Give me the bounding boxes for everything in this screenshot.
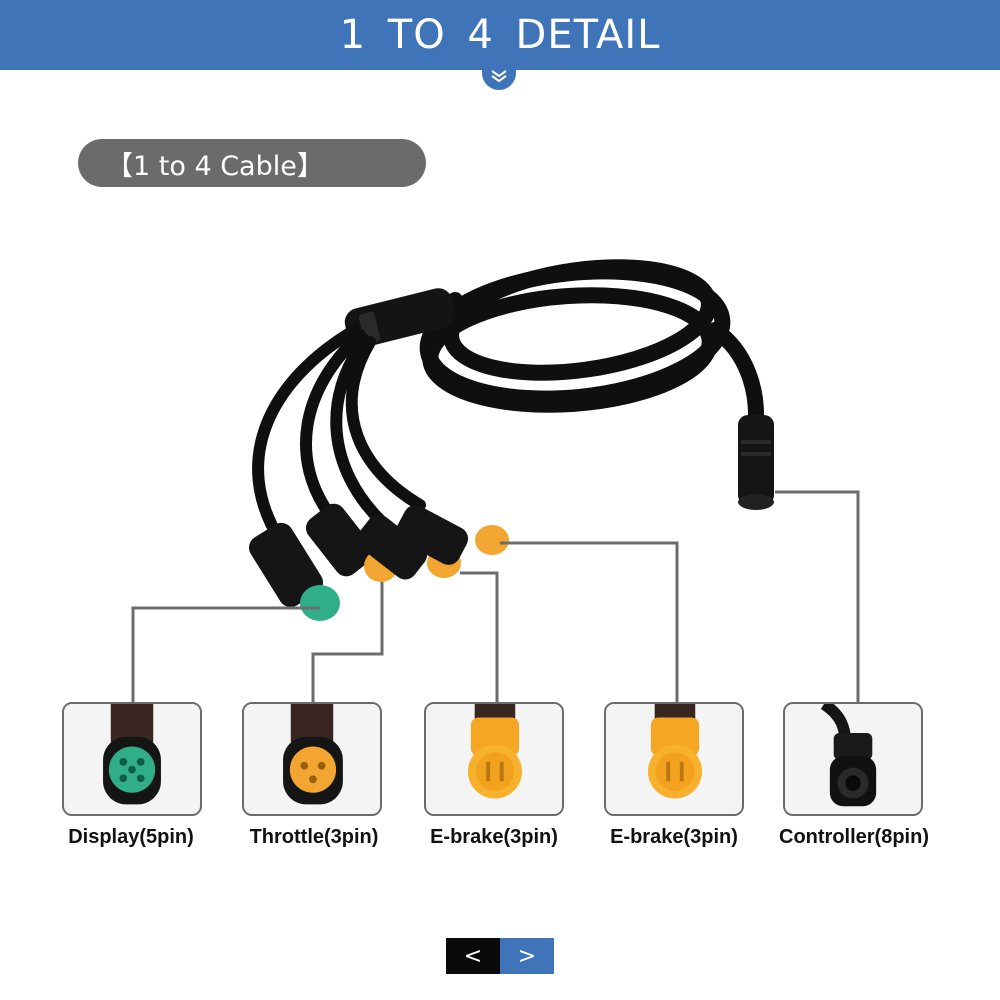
ebrake-label-1: E-brake(3pin) <box>430 826 558 848</box>
ebrake-plug-2 <box>395 505 509 565</box>
display-plug <box>248 522 340 621</box>
double-chevron-down-icon[interactable] <box>482 62 516 90</box>
display-connector-icon <box>64 704 200 814</box>
next-button[interactable]: > <box>500 938 554 974</box>
ebrake-connector-thumb-1[interactable] <box>424 702 564 816</box>
callout-lines <box>131 490 860 703</box>
branch-connectors <box>248 503 509 621</box>
throttle-label: Throttle(3pin) <box>249 826 379 848</box>
ebrake-connector-icon <box>606 704 742 814</box>
display-connector-thumb[interactable] <box>62 702 202 816</box>
branch-cables <box>252 324 426 546</box>
header-bar: 1 TO 4 DETAIL <box>0 0 1000 70</box>
section-pill-label: 【1 to 4 Cable】 <box>106 150 324 182</box>
throttle-connector-icon <box>244 704 380 814</box>
prev-button[interactable]: < <box>446 938 500 974</box>
controller-connector-thumb[interactable] <box>783 702 923 816</box>
ebrake-connector-icon <box>426 704 562 814</box>
coiled-cable <box>362 259 764 438</box>
ebrake-label-2: E-brake(3pin) <box>610 826 738 848</box>
controller-label: Controller(8pin) <box>779 826 929 848</box>
page-title: 1 TO 4 DETAIL <box>339 12 661 58</box>
controller-plug <box>738 415 774 510</box>
throttle-connector-thumb[interactable] <box>242 702 382 816</box>
section-pill: 【1 to 4 Cable】 <box>78 139 426 187</box>
ebrake-connector-thumb-2[interactable] <box>604 702 744 816</box>
display-label: Display(5pin) <box>68 826 194 848</box>
controller-connector-icon <box>785 704 921 814</box>
